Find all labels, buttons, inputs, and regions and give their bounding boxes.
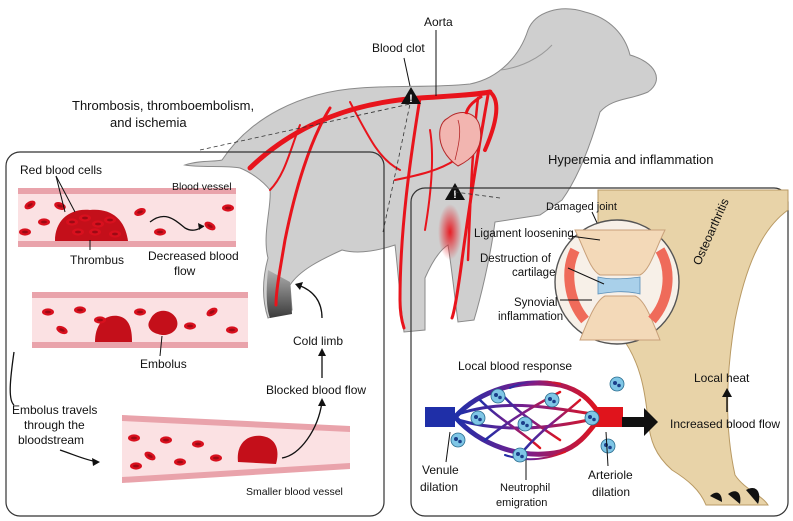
blood-vessel-2 <box>32 292 248 348</box>
svg-text:!: ! <box>453 189 457 201</box>
label-decreased-line1: Decreased blood <box>148 249 239 263</box>
label-smaller-vessel: Smaller blood vessel <box>246 486 343 498</box>
artery-network <box>247 89 499 330</box>
warning-icon-clot: ! <box>401 87 421 105</box>
thrombosis-panel <box>5 151 385 517</box>
label-embolus: Embolus <box>140 357 187 371</box>
label-local-blood-response: Local blood response <box>458 359 572 373</box>
label-hyperemia: Hyperemia and inflammation <box>548 152 713 167</box>
label-decreased-line2: flow <box>174 264 196 278</box>
label-synovial-line2: inflammation <box>498 311 563 323</box>
label-thrombosis-line2: and ischemia <box>110 115 187 130</box>
label-damaged-joint: Damaged joint <box>546 201 617 213</box>
svg-text:!: ! <box>409 93 413 105</box>
label-arteriole-line2: dilation <box>592 485 630 499</box>
blood-clot-pointer <box>403 57 411 87</box>
heart-icon <box>439 94 483 167</box>
label-venule-line2: dilation <box>420 480 458 494</box>
label-blood-clot: Blood clot <box>372 41 425 55</box>
label-aorta: Aorta <box>424 15 453 29</box>
embolus <box>148 310 178 336</box>
warning-icon-leg: ! <box>445 183 465 201</box>
label-increased-flow: Increased blood flow <box>670 417 780 431</box>
label-ligament-loosening: Ligament loosening <box>474 228 574 240</box>
label-arteriole-line1: Arteriole <box>588 468 633 482</box>
label-embolus-travels-line1: Embolus travels <box>12 403 97 417</box>
label-local-heat: Local heat <box>694 371 750 385</box>
label-blocked-flow: Blocked blood flow <box>266 383 366 397</box>
damaged-joint <box>554 219 680 345</box>
label-embolus-travels-line2: through the <box>24 418 85 432</box>
label-neutrophil-line2: emigration <box>496 497 547 509</box>
decreased-flow-arrow <box>149 215 205 231</box>
label-synovial-line1: Synovial <box>514 297 557 309</box>
leg-clot-glow <box>438 204 462 260</box>
label-thrombosis-line1: Thrombosis, thromboembolism, <box>72 98 254 113</box>
increased-flow-arrow <box>622 408 658 436</box>
label-red-blood-cells: Red blood cells <box>20 163 102 177</box>
cold-paw <box>266 270 292 318</box>
label-blood-vessel: Blood vessel <box>172 181 232 193</box>
label-neutrophil-line1: Neutrophil <box>500 482 550 494</box>
label-destruction-line2: cartilage <box>512 267 555 279</box>
label-cold-limb: Cold limb <box>293 334 343 348</box>
label-embolus-travels-line3: bloodstream <box>18 433 84 447</box>
smaller-blood-vessel <box>122 415 350 483</box>
label-thrombus: Thrombus <box>70 253 124 267</box>
blood-vessel-network <box>425 376 625 463</box>
label-venule-line1: Venule <box>422 463 459 477</box>
zoom-lines <box>199 103 501 233</box>
label-destruction-line1: Destruction of <box>480 253 552 265</box>
dog-silhouette <box>183 8 657 333</box>
hyperemia-panel <box>410 187 789 517</box>
